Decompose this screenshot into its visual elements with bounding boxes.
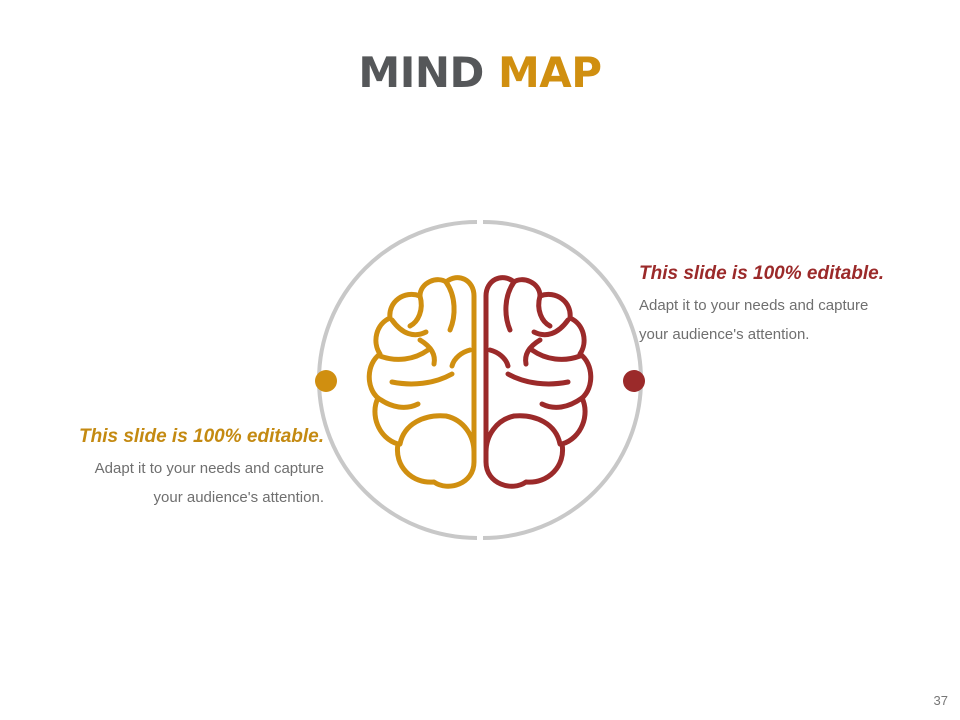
slide-title: MIND MAP [0,48,960,97]
title-word-mind: MIND [358,48,484,97]
right-callout-heading: This slide is 100% editable. [639,263,884,284]
right-callout-body: Adapt it to your needs and capture your … [639,291,929,349]
left-callout-body: Adapt it to your needs and capture your … [24,454,324,512]
left-connector-dot [315,370,337,392]
right-callout: This slide is 100% editable. Adapt it to… [639,263,929,349]
ring-left-arc [317,220,478,540]
page-number: 37 [933,693,948,708]
left-callout-heading: This slide is 100% editable. [79,426,324,447]
right-connector-dot [623,370,645,392]
left-callout: This slide is 100% editable. Adapt it to… [24,426,324,512]
brain-right-hemisphere-icon [483,275,594,489]
left-callout-line2: your audience's attention. [153,489,324,506]
brain-left-hemisphere-icon [366,275,477,489]
left-callout-line1: Adapt it to your needs and capture [94,460,324,477]
title-word-map: MAP [497,48,602,97]
ring-right-arc [482,220,643,540]
right-callout-line1: Adapt it to your needs and capture [639,297,869,314]
right-callout-line2: your audience's attention. [639,326,810,343]
